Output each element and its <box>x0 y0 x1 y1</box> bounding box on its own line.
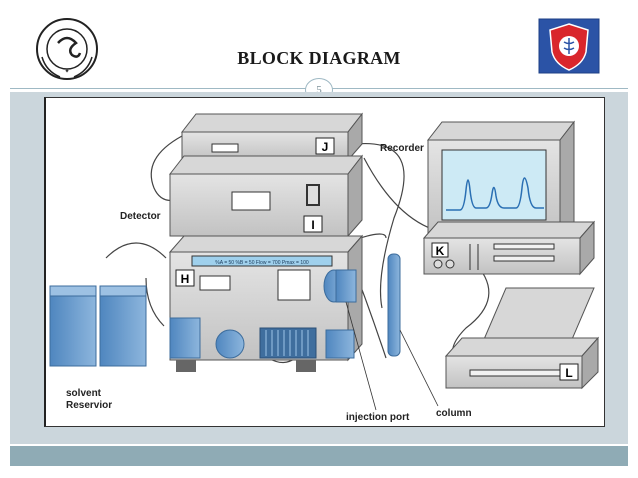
printer-unit-l <box>444 287 600 390</box>
university-seal-logo: ✦ <box>36 18 98 80</box>
chromatogram-trace <box>446 177 544 211</box>
detector-unit-i <box>168 154 364 238</box>
institution-emblem-logo <box>538 18 600 74</box>
recorder-computer <box>422 120 596 276</box>
label-injection-port: injection port <box>346 412 410 423</box>
label-reservoir: Reservior <box>66 400 112 411</box>
svg-text:✦: ✦ <box>64 68 69 75</box>
label-column: column <box>436 408 472 419</box>
injection-port-valve <box>323 269 357 303</box>
label-detector: Detector <box>120 211 161 222</box>
label-solvent: solvent <box>66 388 102 399</box>
pump-unit-h <box>168 234 364 372</box>
diagram-canvas: J I H K L %A = 50 %B = 50 Flow = 700 Pma… <box>49 112 600 423</box>
slide-title: BLOCK DIAGRAM <box>237 48 401 68</box>
label-h: H <box>181 272 190 286</box>
solvent-reservoirs <box>49 285 147 367</box>
top-unit-j <box>180 112 364 162</box>
slide-header: ✦ BLOCK DIAGRAM 5 <box>0 0 638 102</box>
label-l: L <box>565 366 572 380</box>
leader-lines <box>345 301 439 411</box>
column <box>387 253 401 357</box>
label-j: J <box>322 140 329 154</box>
pump-components <box>169 317 355 359</box>
label-k: K <box>436 244 445 258</box>
hplc-block-diagram: J I H K L %A = 50 %B = 50 Flow = 700 Pma… <box>44 97 605 427</box>
label-i: I <box>311 218 314 232</box>
pump-display-readout: %A = 50 %B = 50 Flow = 700 Pmax = 100 <box>215 260 309 266</box>
label-recorder: Recorder <box>380 143 424 154</box>
footer-bar <box>10 446 628 466</box>
